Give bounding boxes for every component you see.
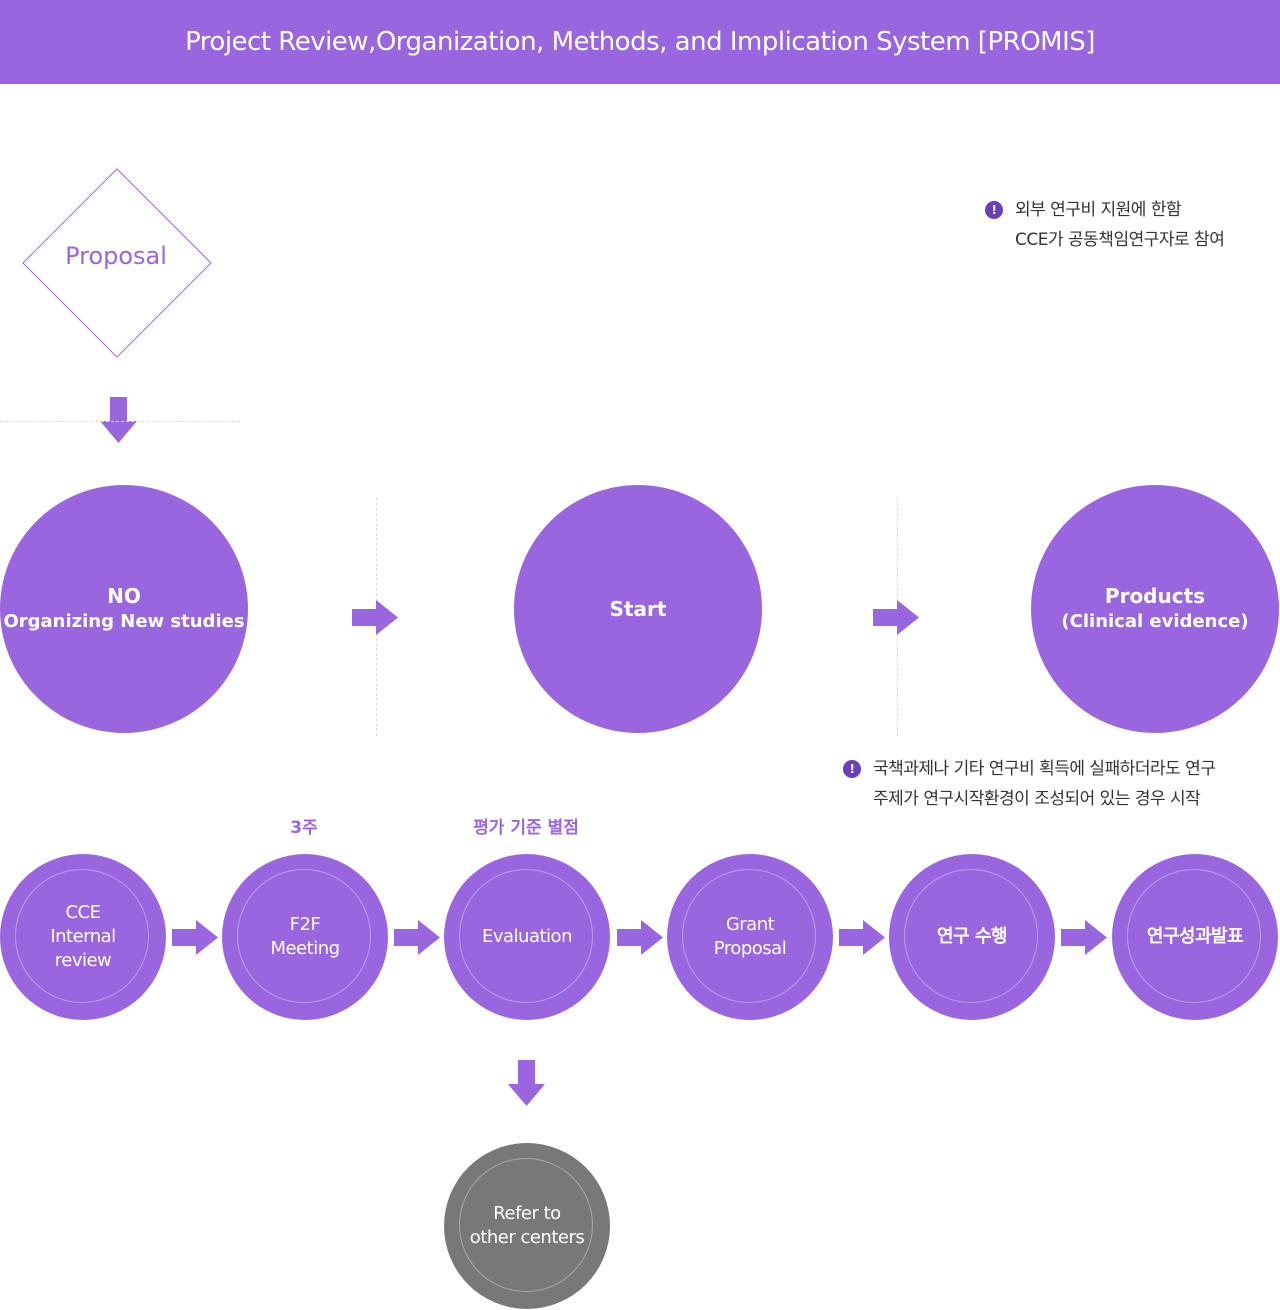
arrow-right-icon [394,920,440,955]
circle-ring [1127,869,1261,1003]
exclamation-icon: ! [843,760,861,778]
circle-ring [682,869,816,1003]
process-step-label: 연구 수행 [936,926,1008,947]
circle-ring [459,869,593,1003]
note-top: ! 외부 연구비 지원에 한함 CCE가 공동책임연구자로 참여 [985,195,1225,255]
circle-ring [904,869,1038,1003]
refer-circle: Refer to other centers [444,1143,610,1309]
process-step-label: Evaluation [482,926,572,947]
products-subtitle: (Clinical evidence) [1061,611,1249,632]
process-step-label: F2F Meeting [270,914,340,959]
process-step-label: 연구성과발표 [1146,926,1244,947]
process-step-f2f-meeting: F2F Meeting [222,854,388,1020]
arrow-down-icon [508,1060,545,1106]
arrow-right-icon [352,600,398,635]
products-circle: Products (Clinical evidence) [1031,485,1279,733]
start-title: Start [609,597,667,621]
circle-ring [15,869,149,1003]
process-step-research: 연구 수행 [889,854,1055,1020]
no-circle: NO Organizing New studies [0,485,248,733]
f2f-caption: 3주 [290,818,318,838]
process-step-label: CCE Internal review [50,902,116,971]
arrow-right-icon [617,920,663,955]
process-step-results-presentation: 연구성과발표 [1112,854,1278,1020]
arrow-down-icon [100,397,137,443]
no-title: NO [107,584,141,608]
proposal-label: Proposal [65,242,167,270]
process-step-label: Grant Proposal [713,914,787,959]
divider [0,421,240,422]
process-step-evaluation: Evaluation [444,854,610,1020]
page-header: Project Review,Organization, Methods, an… [0,0,1280,84]
note-top-text: 외부 연구비 지원에 한함 CCE가 공동책임연구자로 참여 [1015,200,1225,250]
process-step-grant-proposal: Grant Proposal [667,854,833,1020]
arrow-right-icon [839,920,885,955]
process-step-cce-internal-review: CCE Internal review [0,854,166,1020]
arrow-right-icon [172,920,218,955]
products-title: Products [1104,584,1206,608]
page-title: Project Review,Organization, Methods, an… [185,27,1095,57]
refer-label: Refer to other centers [469,1203,585,1248]
circle-ring [237,869,371,1003]
no-subtitle: Organizing New studies [3,611,245,632]
start-circle: Start [514,485,762,733]
note-middle-text: 국책과제나 기타 연구비 획득에 실패하더라도 연구 주제가 연구시작환경이 조… [873,759,1216,809]
arrow-right-icon [1061,920,1107,955]
note-middle: ! 국책과제나 기타 연구비 획득에 실패하더라도 연구 주제가 연구시작환경이… [843,754,1216,814]
circle-ring [459,1158,593,1292]
arrow-right-icon [873,600,919,635]
evaluation-caption: 평가 기준 별점 [473,818,579,838]
exclamation-icon: ! [985,201,1003,219]
